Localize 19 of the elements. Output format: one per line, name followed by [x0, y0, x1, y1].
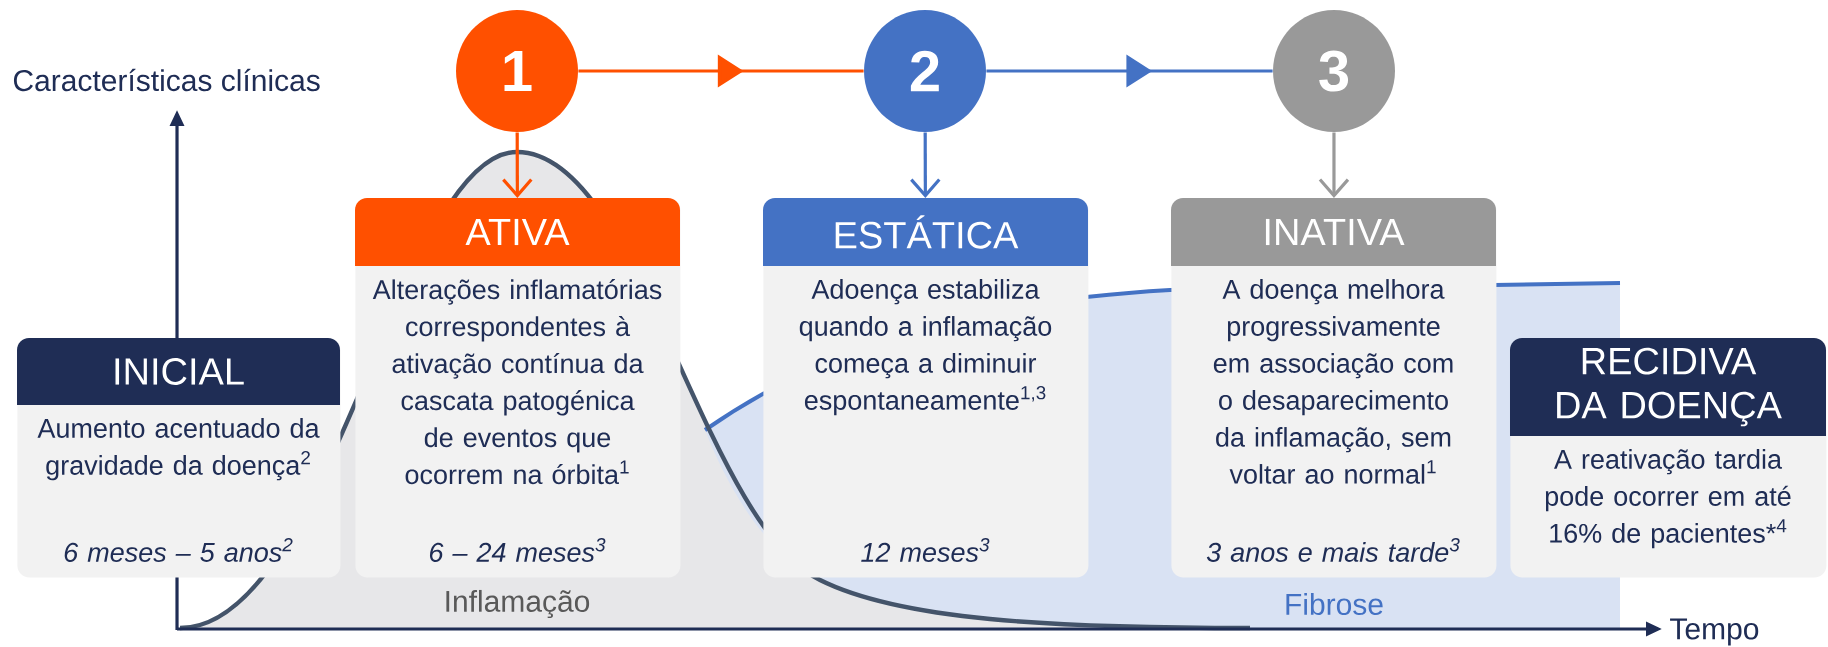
card-text: Aumento acentuado da gravidade da doença$^{2}$	[37, 418, 320, 481]
duration-text: 6 – 24 meses$^{3}$	[429, 538, 606, 562]
duration-text: 6 meses – 5 anos$^{2}$	[64, 538, 293, 562]
card-header: ESTÁTICA	[763, 198, 1088, 266]
arrow	[910, 132, 941, 198]
arrow	[1318, 132, 1350, 198]
card-header: ATIVA	[355, 198, 680, 266]
duration-text: 12 meses$^{3}$	[861, 538, 990, 562]
card-text: A reativação tardia pode ocorrer em até 16% de pacientes*$^{4}$	[1545, 449, 1791, 549]
card-header: INICIAL	[17, 338, 340, 405]
duration-text: 3 anos e mais tarde$^{3}$	[1206, 538, 1460, 562]
card-text: Adoença estabiliza quando a inflamação começa a diminuir espontaneamente$^{1,3}$	[799, 279, 1052, 416]
card-header: RECIDIVA DA DOENÇA	[1510, 338, 1826, 436]
axis-label: Características clínicas	[13, 68, 320, 92]
arrow	[502, 132, 533, 198]
card-text: A doença melhora progressivamente em associação com o desaparecimento da inflamação, sem voltar ao normal$^{1}$	[1213, 279, 1453, 484]
axis-label: Tempo	[1670, 618, 1759, 646]
card-text: Alterações inflamatórias correspondentes à ativação contínua da cascata patogénica de eventos que ocorrem na órbita$^{1}$	[372, 279, 662, 485]
card-header: INATIVA	[1171, 198, 1496, 266]
